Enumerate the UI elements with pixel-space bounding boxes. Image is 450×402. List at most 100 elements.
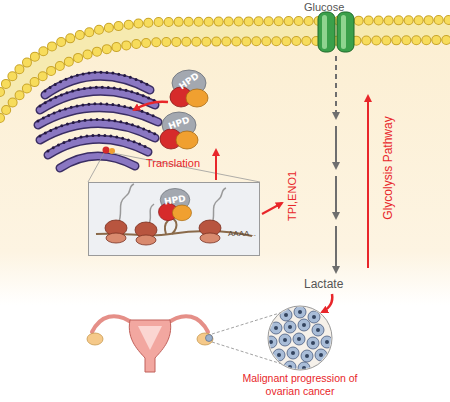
tumor-cluster — [288, 365, 292, 369]
tumor-cluster — [273, 349, 285, 361]
upregulation-arrow — [368, 96, 369, 268]
endoplasmic-reticulum — [38, 76, 158, 168]
hpd-protein-shape — [156, 108, 202, 154]
inset-to-enzymes-arrow — [262, 203, 282, 214]
tumor-cluster — [308, 311, 320, 323]
tumor-cluster — [305, 354, 309, 358]
uterus-illustration — [129, 320, 170, 372]
glucose-transporter — [318, 12, 335, 52]
lactate-to-tumor-arrow — [322, 294, 332, 312]
cytoplasm — [0, 40, 450, 305]
endoplasmic-reticulum — [103, 147, 110, 154]
uterus-illustration — [87, 333, 103, 345]
mrna-translation — [212, 188, 226, 224]
tumor-cluster — [268, 306, 332, 370]
uterus-illustration — [166, 316, 208, 332]
tumor-cluster — [280, 309, 292, 321]
protein-to-er-arrow — [134, 102, 168, 110]
tumor-cluster — [312, 324, 324, 336]
tumor-cluster — [288, 325, 292, 329]
hpd-protein: HPD — [155, 185, 195, 225]
translation-arrow — [216, 150, 217, 180]
enzyme-label: TPI,ENO1 — [286, 171, 298, 221]
tumor-cluster — [312, 315, 316, 319]
endoplasmic-reticulum — [38, 76, 158, 168]
tumor-cluster — [307, 337, 319, 349]
glucose-transporter — [341, 15, 346, 49]
tumor-cluster — [284, 361, 296, 373]
tumor-cluster — [298, 319, 310, 331]
tumor-cluster — [284, 313, 288, 317]
product-label: Lactate — [304, 277, 343, 291]
inset-background — [88, 182, 260, 256]
glycolysis-arrows — [335, 226, 337, 272]
tumor-cluster — [265, 306, 333, 374]
tumor-cluster — [316, 328, 320, 332]
lactate-to-tumor-arrow — [322, 294, 332, 312]
tumor-cluster — [277, 353, 281, 357]
uterus-illustration — [92, 316, 134, 332]
process-label: Translation — [146, 157, 200, 169]
hpd-domain — [176, 131, 198, 149]
outcome-caption: Malignant progression of ovarian cancer — [236, 372, 364, 398]
uterus-illustration — [87, 316, 213, 372]
translation-arrow — [215, 150, 217, 180]
mrna-translation — [136, 235, 156, 245]
tumor-cluster — [265, 306, 333, 374]
pathway-label: Glycolysis Pathway — [381, 116, 395, 219]
mrna-translation — [106, 233, 126, 243]
zoom-lines — [88, 153, 104, 182]
tumor-cluster — [287, 347, 299, 359]
endoplasmic-reticulum — [38, 72, 158, 151]
zoom-inset: AAAA...HPD — [88, 182, 260, 256]
tumor-cluster — [269, 340, 273, 344]
hpd-domain — [186, 89, 208, 107]
tumor-cluster — [319, 353, 323, 357]
inset-background — [88, 182, 260, 256]
tumor-cluster — [301, 350, 313, 362]
endoplasmic-reticulum — [38, 72, 158, 168]
tumor-cluster — [265, 336, 277, 348]
uterus-illustration — [138, 326, 162, 350]
tumor-cluster — [298, 310, 302, 314]
glucose-transporter — [322, 15, 327, 49]
tumor-cluster — [269, 310, 329, 370]
glycolysis-arrows — [335, 126, 337, 168]
tumor-cluster — [284, 321, 296, 333]
tumor-cluster — [297, 337, 301, 341]
cell-membrane — [0, 20, 450, 118]
glucose-transporter — [318, 12, 354, 52]
tumor-cluster — [302, 323, 306, 327]
glycolysis-arrows — [335, 56, 337, 118]
tumor-cluster — [291, 351, 295, 355]
tumor-cluster — [325, 340, 329, 344]
uterus-illustration — [206, 335, 213, 342]
tumor-cluster — [311, 341, 315, 345]
mrna-translation — [165, 219, 176, 234]
protein-to-er-arrow — [134, 102, 168, 110]
glycolysis-arrows — [335, 176, 337, 218]
uterus-illustration — [197, 333, 213, 345]
cytoplasm — [0, 40, 450, 305]
glucose-transporter — [337, 12, 354, 52]
cell-membrane — [0, 20, 450, 118]
tumor-cluster — [315, 349, 327, 361]
tumor-cluster — [293, 333, 305, 345]
hpd-protein-shape — [166, 66, 212, 112]
zoom-lines — [88, 153, 260, 182]
tumor-cluster — [279, 334, 291, 346]
zoom-lines — [113, 153, 260, 182]
hpd-domain — [172, 205, 191, 221]
upregulation-arrow — [367, 96, 369, 268]
inset-to-enzymes-arrow — [262, 203, 282, 214]
tumor-cluster — [274, 326, 278, 330]
hpd-protein: HPD — [166, 66, 212, 112]
tumor-cluster — [302, 366, 306, 370]
glycolysis-arrows — [336, 56, 337, 272]
substrate-label: Glucose — [304, 1, 344, 13]
tumor-cluster — [321, 336, 333, 348]
tumor-cluster — [294, 306, 306, 318]
tumor-cluster — [270, 322, 282, 334]
